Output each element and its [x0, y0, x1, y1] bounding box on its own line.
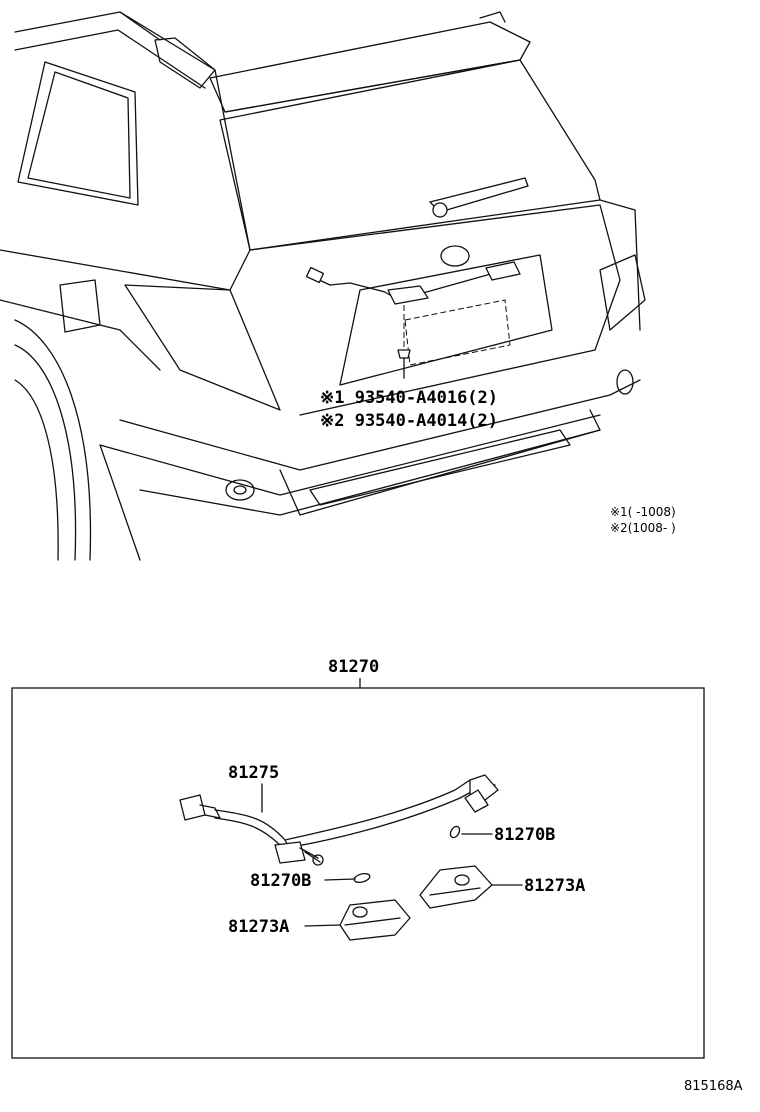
label-lens-right: 81273A	[524, 876, 585, 896]
screw-callout-2: ※2 93540-A4014(2)	[320, 411, 498, 431]
lens-left	[339, 899, 411, 941]
label-harness: 81275	[228, 763, 279, 783]
label-bulb-left: 81270B	[250, 871, 311, 891]
vehicle-rear-illustration	[0, 11, 646, 561]
bulb-left-leader	[324, 878, 356, 881]
assembly-number: 81270	[328, 657, 379, 677]
harness-81275	[179, 774, 499, 866]
figure-reference: 815168A	[684, 1079, 743, 1094]
bulb-left	[353, 872, 371, 884]
lens-left-leader	[304, 924, 341, 927]
label-lens-left: 81273A	[228, 917, 289, 937]
bulb-right	[449, 825, 461, 839]
production-note-1: ※1( -1008)	[610, 505, 676, 519]
screw-callout-1: ※1 93540-A4016(2)	[320, 388, 498, 408]
lens-right	[419, 865, 493, 909]
assembly-box	[11, 687, 705, 1059]
label-bulb-right: 81270B	[494, 825, 555, 845]
production-note-2: ※2(1008- )	[610, 521, 676, 535]
